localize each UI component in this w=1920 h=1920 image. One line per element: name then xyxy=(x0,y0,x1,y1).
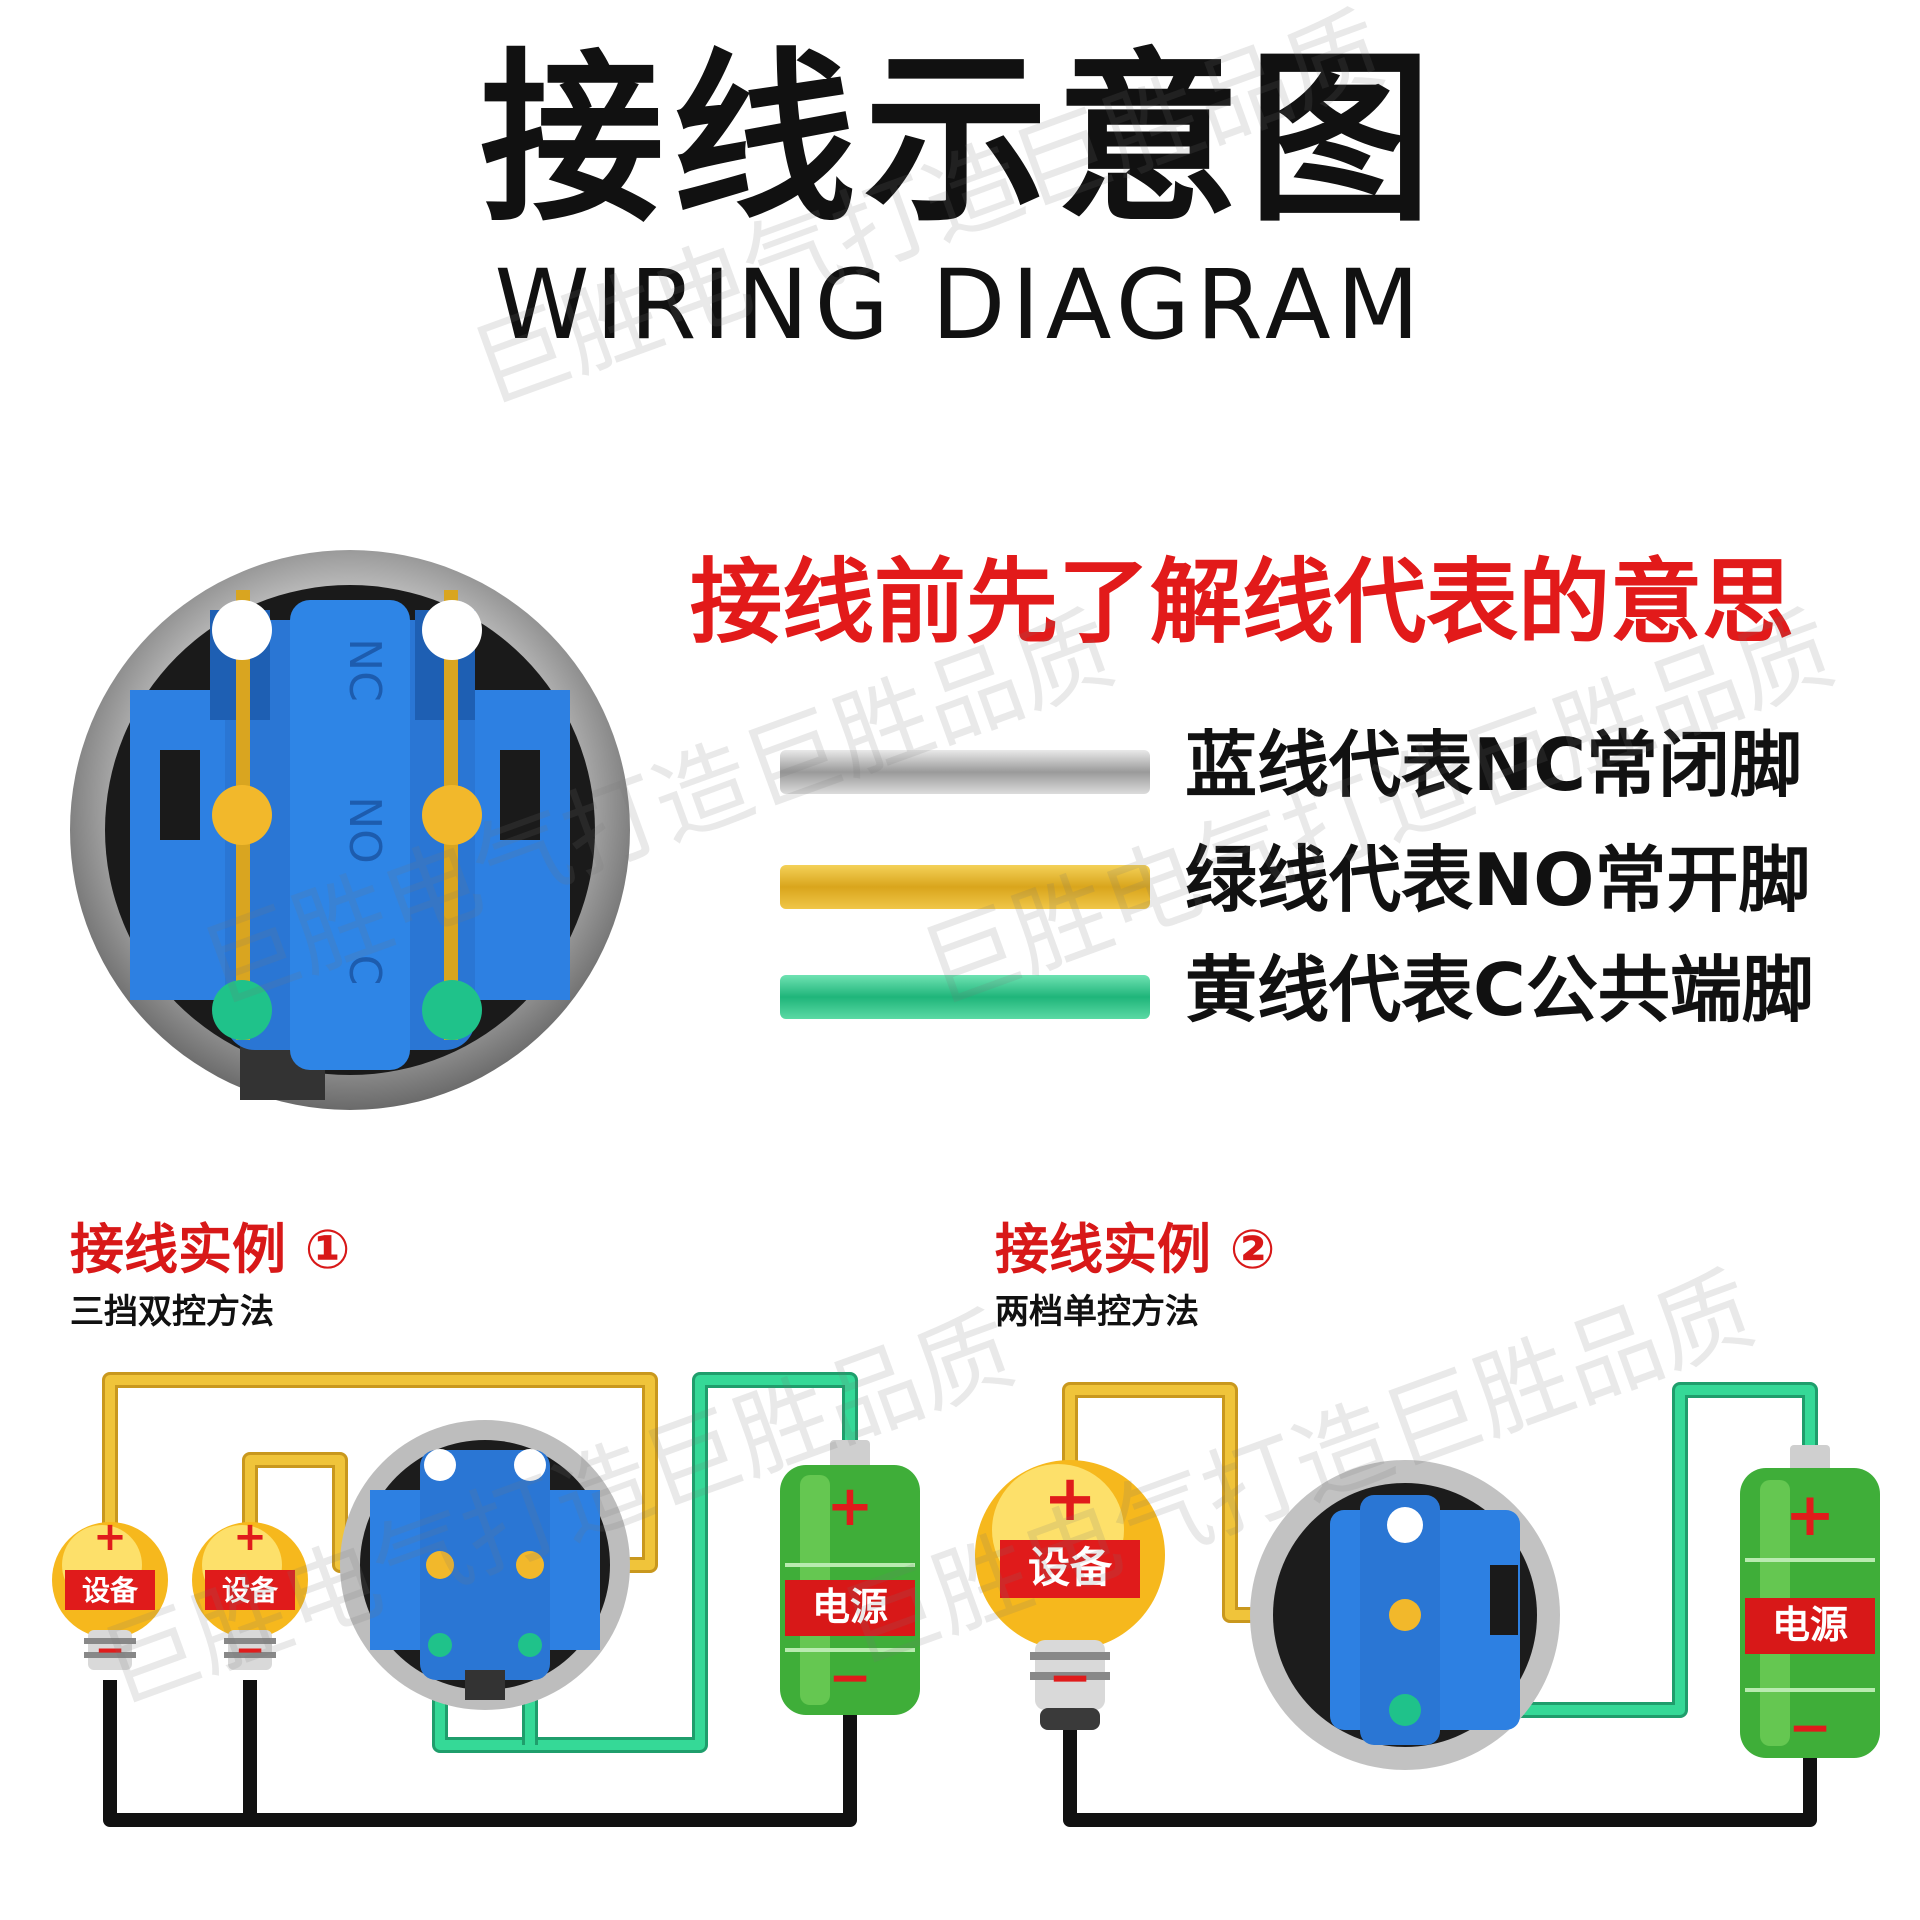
plus-icon: + xyxy=(93,1514,127,1560)
switch-back-photo: NC NO C xyxy=(70,550,630,1110)
example1-title: 接线实例 ① xyxy=(70,1218,351,1281)
page-title: 接线示意图 xyxy=(479,33,1440,247)
legend-swatch-nc xyxy=(780,750,1150,794)
plus-icon: + xyxy=(1785,1480,1835,1550)
device-bulb: + 设备 − xyxy=(975,1460,1165,1730)
power-label: 电源 xyxy=(812,1585,888,1629)
example2-diagram: + 设备 − + 电源 − xyxy=(975,1382,1880,1827)
minus-icon: − xyxy=(828,1648,872,1708)
minus-icon: − xyxy=(235,1630,265,1671)
c-terminal-left xyxy=(212,980,272,1040)
plus-icon: + xyxy=(1043,1462,1097,1536)
device-bulb-2: + 设备 − xyxy=(192,1514,308,1671)
minus-icon: − xyxy=(1788,1698,1832,1758)
legend-swatch-no xyxy=(780,865,1150,909)
minus-icon: − xyxy=(95,1630,125,1671)
battery-icon: + 电源 − xyxy=(1740,1445,1880,1758)
legend-label-nc: 蓝线代表NC常闭脚 xyxy=(1185,723,1803,807)
intro-text: 接线前先了解线代表的意思 xyxy=(690,549,1795,656)
device-label: 设备 xyxy=(1028,1543,1113,1592)
nc-terminal-right xyxy=(422,600,482,660)
no-terminal-left xyxy=(212,785,272,845)
legend-swatch-c xyxy=(780,975,1150,1019)
switch-icon xyxy=(1250,1460,1560,1770)
plus-icon: + xyxy=(827,1474,874,1539)
device-bulb-1: + 设备 − xyxy=(52,1514,168,1671)
switch-icon xyxy=(340,1420,630,1710)
switch-label-c: C xyxy=(339,955,390,986)
switch-label-no: NO xyxy=(339,796,390,864)
c-terminal-right xyxy=(422,980,482,1040)
switch-label-nc: NC xyxy=(339,638,390,702)
example2-title: 接线实例 ② xyxy=(995,1218,1276,1281)
plus-icon: + xyxy=(233,1514,267,1560)
example1-subtitle: 三挡双控方法 xyxy=(70,1292,274,1332)
power-label: 电源 xyxy=(1772,1603,1848,1647)
device-label: 设备 xyxy=(222,1574,279,1607)
device-label: 设备 xyxy=(82,1574,139,1607)
legend-label-c: 黄线代表C公共端脚 xyxy=(1185,948,1814,1032)
no-terminal-right xyxy=(422,785,482,845)
legend-label-no: 绿线代表NO常开脚 xyxy=(1185,838,1811,922)
minus-icon: − xyxy=(1048,1648,1092,1708)
example2-subtitle: 两档单控方法 xyxy=(995,1292,1199,1332)
page-subtitle: WIRING DIAGRAM xyxy=(494,249,1426,361)
nc-terminal-left xyxy=(212,600,272,660)
example1-diagram: + 设备 − + 设备 − + 电源 − xyxy=(52,1372,920,1827)
battery-icon: + 电源 − xyxy=(780,1440,920,1715)
